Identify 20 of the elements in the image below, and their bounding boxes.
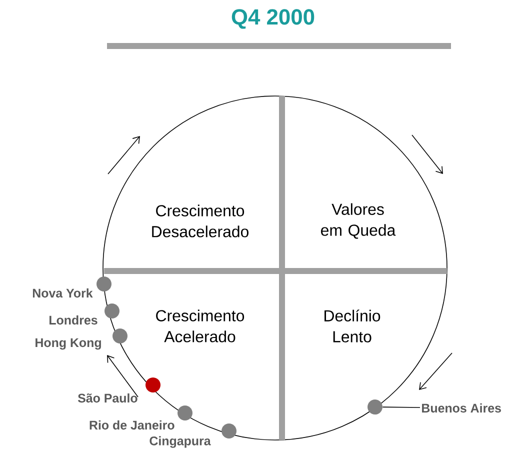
city-dot: [104, 304, 120, 318]
city-dot: [368, 400, 382, 414]
city-label: Cingapura: [150, 436, 211, 448]
city-label: Buenos Aires: [422, 403, 501, 413]
leader-line: [382, 406, 420, 408]
city-label: Rio de Janeiro: [90, 420, 174, 430]
city-label: Londres: [50, 315, 98, 325]
city-label: Hong Kong: [36, 338, 101, 350]
city-dot: [112, 328, 128, 344]
city-label: Nova York: [32, 288, 93, 298]
city-dot: [222, 424, 236, 438]
city-dot: [178, 406, 192, 420]
quadrant-label: Valores em Queda: [321, 203, 396, 239]
quadrant-label: Declínio Lento: [324, 310, 380, 342]
city-label: São Paulo: [78, 393, 138, 403]
title: Q4 2000: [232, 9, 314, 29]
city-dot: [146, 378, 160, 392]
quadrant-label: Crescimento Desacelerado: [152, 204, 248, 238]
quadrant-label: Crescimento Acelerado: [156, 310, 244, 342]
city-dot: [96, 276, 112, 292]
